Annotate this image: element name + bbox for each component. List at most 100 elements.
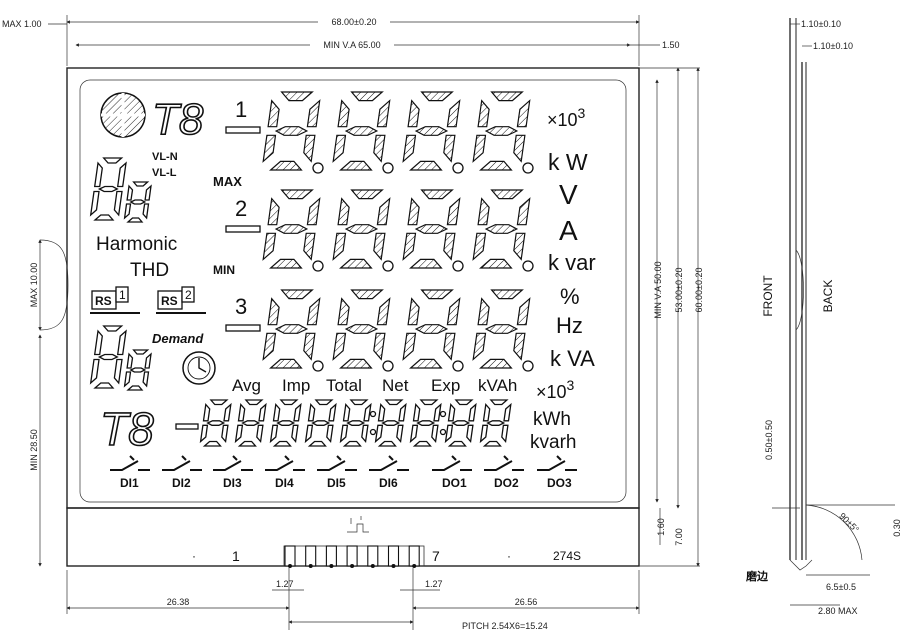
row1-dot-1 (312, 162, 324, 174)
side-thickness-2: 1.10±0.10 (813, 41, 853, 51)
row1-dot-3 (452, 162, 464, 174)
a-label: A (559, 215, 578, 246)
row2-minus (225, 225, 261, 233)
energy-digit-2 (234, 399, 267, 447)
pin-1 (284, 545, 296, 567)
row3-dot-2 (382, 360, 394, 372)
imp-label: Imp (282, 376, 310, 395)
left-bottom-digit-1 (89, 325, 127, 389)
svg-text:2: 2 (185, 288, 192, 302)
percent-label: % (560, 284, 580, 309)
switch-di3: DI3 (213, 455, 253, 490)
hz-label: Hz (556, 313, 583, 338)
kva-label: k VA (550, 346, 595, 371)
dim-lower-left: MIN 28.50 (29, 429, 39, 471)
row1-digit-4 (472, 91, 531, 171)
x103-bottom-label: ×103 (536, 377, 575, 402)
front-label: FRONT (761, 275, 775, 317)
side-angle: 90±5° (837, 511, 861, 535)
total-label: Total (326, 376, 362, 395)
side-small: 0.30 (892, 519, 902, 537)
kvah-label: kVAh (478, 376, 517, 395)
pin-dot (412, 564, 417, 568)
dim-pitch: PITCH 2.54X6=15.24 (462, 621, 548, 630)
side-max-thickness: 2.80 MAX (818, 606, 858, 616)
kvar-label: k var (548, 250, 596, 275)
side-thickness-1: 1.10±0.10 (801, 19, 841, 29)
max-label: MAX (213, 174, 242, 189)
switch-do3: DO3 (537, 455, 577, 490)
thd-label: THD (130, 260, 169, 281)
row1-digit-1 (262, 91, 321, 171)
row2-dot-3 (452, 260, 464, 272)
dim-total-height: 60.00±0.20 (694, 268, 704, 313)
pin-2 (305, 545, 317, 567)
lcd-segments: T8 1 2 3 VL-N VL-L MAX MIN Harmonic THD … (89, 91, 596, 490)
v-label: V (559, 179, 578, 210)
dim-pin-width-left: 1.27 (276, 579, 294, 589)
energy-digit-8 (444, 399, 477, 447)
pin-5 (367, 545, 379, 567)
harmonic-label: Harmonic (96, 234, 177, 255)
switch-label: DO2 (494, 476, 519, 490)
pin-6 (387, 545, 400, 567)
dim-pin-offset-height: MAX 10.00 (29, 263, 39, 308)
switch-label: DI1 (120, 476, 139, 490)
dim-pin-to-right: 26.56 (515, 597, 538, 607)
dim-right-gap: 1.50 (662, 40, 680, 50)
row2-dot-2 (382, 260, 394, 272)
x103-top-label: ×103 (547, 105, 586, 130)
energy-digit-7 (409, 399, 442, 447)
switch-label: DO3 (547, 476, 572, 490)
switch-label: DO1 (442, 476, 467, 490)
switch-do1: DO1 (432, 455, 472, 490)
switch-label: DI3 (223, 476, 242, 490)
part-number: 274S (553, 549, 581, 563)
vl-n-label: VL-N (152, 151, 178, 163)
dim-pin-width-right: 1.27 (425, 579, 443, 589)
switch-do2: DO2 (484, 455, 524, 490)
switch-di4: DI4 (265, 455, 305, 490)
rs1-icon: RS 1 (90, 286, 140, 314)
switch-label: DI4 (275, 476, 294, 490)
tb-bottom-text: T8 (100, 403, 154, 455)
row2-digit-2 (332, 189, 391, 269)
pin-7 (408, 545, 420, 567)
row3-digit-3 (402, 289, 461, 369)
side-pin-length: 6.5±0.5 (826, 582, 856, 592)
pin-row: 1 7 274S · · (192, 516, 581, 568)
side-view: 1.10±0.10 1.10±0.10 FRONT BACK 0.50±0.50… (745, 18, 902, 616)
dimensions: 68.00±0.20 MIN V.A 65.00 1.50 MAX 1.00 M… (2, 15, 704, 630)
row2-digit-4 (472, 189, 531, 269)
row3-digit-2 (332, 289, 391, 369)
svg-text:RS: RS (95, 294, 112, 308)
switch-di2: DI2 (162, 455, 202, 490)
energy-digit-9 (479, 399, 512, 447)
row3-number: 3 (235, 294, 247, 319)
switch-label: DI6 (379, 476, 398, 490)
kvarh-label: kvarh (530, 432, 576, 453)
pin-dot (288, 564, 292, 568)
pin-dot (370, 564, 375, 568)
rs2-icon: RS 2 (156, 286, 206, 314)
row4-minus (175, 423, 199, 430)
row2-digit-1 (262, 189, 321, 269)
dim-view-area-height: MIN V.A 50.00 (653, 261, 663, 318)
digit-groups (89, 91, 534, 447)
svg-text:1: 1 (119, 288, 126, 302)
dim-top-width: 68.00±0.20 (332, 17, 377, 27)
switch-di5: DI5 (317, 455, 357, 490)
dim-left-to-pin: 26.38 (167, 597, 190, 607)
row3-digit-4 (472, 289, 531, 369)
row3-dot-4 (522, 360, 534, 372)
pin-last-label: 7 (432, 548, 440, 564)
view-area-outline (79, 79, 627, 503)
pin-dot (391, 564, 396, 568)
switch-di6: DI6 (369, 455, 409, 490)
row2-dot-1 (312, 260, 324, 272)
row1-digit-3 (402, 91, 461, 171)
logo-icon (100, 92, 146, 138)
row2-digit-3 (402, 189, 461, 269)
